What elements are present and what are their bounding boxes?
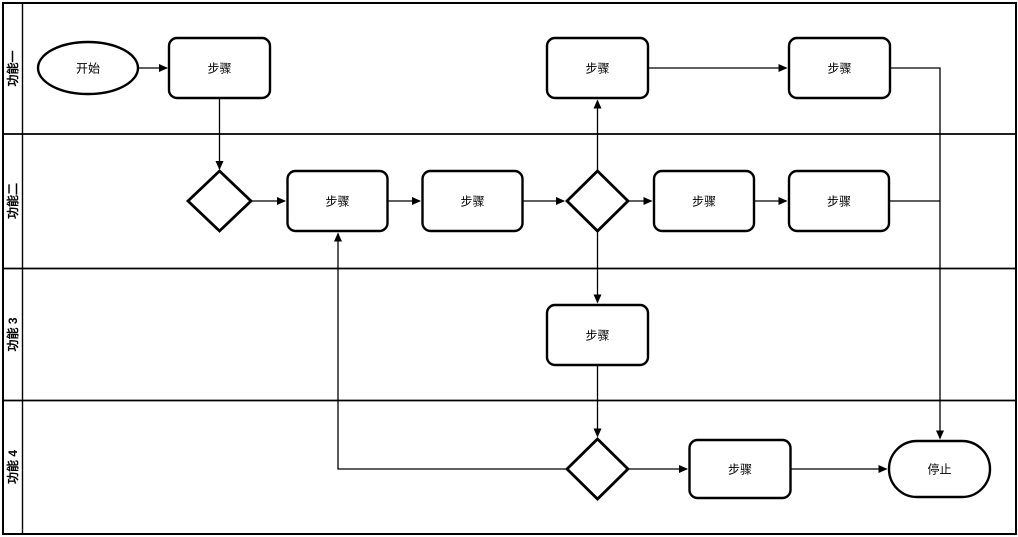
node-l2-step2[interactable]: 步骤	[421, 169, 524, 233]
node-l3-step1[interactable]: 步骤	[545, 303, 650, 367]
decision-diamond-shape[interactable]	[565, 169, 630, 233]
process-shape[interactable]	[421, 169, 524, 233]
process-shape[interactable]	[787, 36, 892, 100]
lane-label-2: 功能二	[5, 183, 20, 219]
decision-diamond-shape[interactable]	[565, 437, 630, 501]
node-stop[interactable]: 停止	[887, 439, 992, 499]
node-l2-decision2[interactable]	[565, 169, 630, 233]
node-l4-decision[interactable]	[565, 437, 630, 501]
node-l1-step2[interactable]: 步骤	[545, 36, 650, 100]
node-l2-step4[interactable]: 步骤	[787, 169, 891, 233]
decision-diamond-shape[interactable]	[185, 169, 254, 233]
stop-terminator-shape[interactable]	[887, 439, 992, 499]
edge-l1step3-to-stop	[890, 67, 944, 440]
lane-label-3: 功能 3	[5, 317, 20, 351]
node-l2-step4-label: 步骤	[827, 195, 851, 209]
lane-label-1: 功能一	[5, 50, 20, 86]
process-shape[interactable]	[286, 169, 389, 233]
node-l1-step2-label: 步骤	[585, 62, 609, 76]
node-l2-step1[interactable]: 步骤	[286, 169, 389, 233]
node-l2-decision1[interactable]	[185, 169, 254, 233]
edges	[138, 64, 944, 473]
node-l1-step1[interactable]: 步骤	[167, 36, 272, 100]
node-l2-step3-label: 步骤	[692, 195, 716, 209]
node-start-label: 开始	[76, 62, 100, 76]
node-l1-step3[interactable]: 步骤	[787, 36, 892, 100]
node-l1-step1-label: 步骤	[207, 62, 231, 76]
node-l2-step2-label: 步骤	[460, 195, 484, 209]
node-l4-step1-label: 步骤	[728, 463, 752, 477]
node-l2-step1-label: 步骤	[325, 195, 349, 209]
start-terminator-shape[interactable]	[36, 40, 140, 96]
node-l1-step3-label: 步骤	[827, 62, 851, 76]
node-start[interactable]: 开始	[36, 40, 140, 96]
edge-l4decision-to-l2step1	[334, 232, 567, 470]
process-shape[interactable]	[688, 438, 792, 500]
process-shape[interactable]	[545, 36, 650, 100]
node-l4-step1[interactable]: 步骤	[688, 438, 792, 500]
node-stop-label: 停止	[927, 462, 951, 477]
node-l3-step1-label: 步骤	[585, 329, 609, 343]
node-l2-step3[interactable]: 步骤	[652, 169, 756, 233]
process-shape[interactable]	[787, 169, 891, 233]
lane-label-4: 功能 4	[5, 450, 20, 484]
process-shape[interactable]	[167, 36, 272, 100]
process-shape[interactable]	[545, 303, 650, 367]
process-shape[interactable]	[652, 169, 756, 233]
